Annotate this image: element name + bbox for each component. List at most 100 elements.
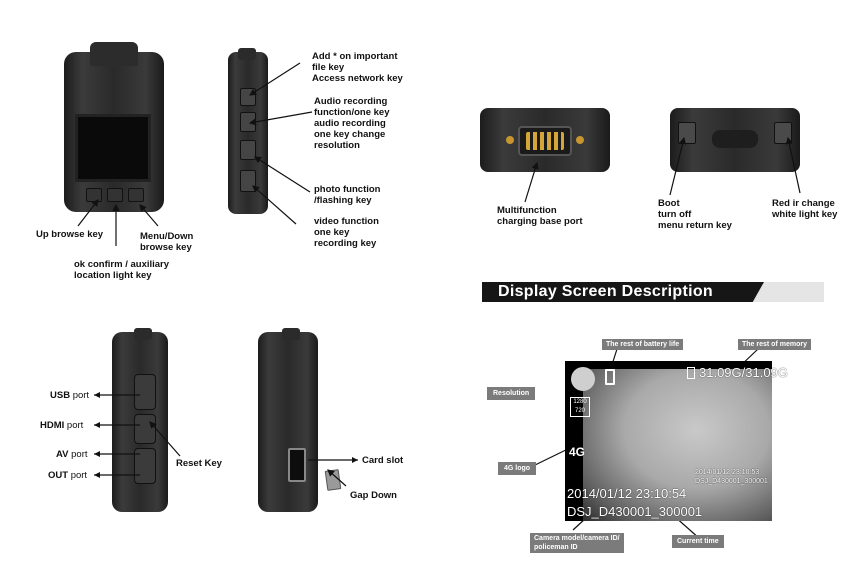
connector-pins — [526, 132, 564, 150]
memory-tag: The rest of memory — [738, 339, 811, 350]
front-center-button — [107, 188, 123, 202]
resolution-tag: Resolution — [487, 387, 536, 400]
boot-key-label: Boot turn off menu return key — [658, 198, 732, 231]
label-line: resolution — [314, 140, 360, 151]
front-left-button — [86, 188, 102, 202]
label-line: Audio recording — [314, 96, 388, 107]
usb-port-cover — [134, 374, 156, 410]
side-key-3 — [240, 140, 256, 160]
label-line: Menu/Down — [140, 231, 194, 242]
camera-front-view — [64, 42, 164, 212]
label-strong: OUT — [48, 470, 69, 481]
av-port-label: AV port — [56, 449, 88, 460]
gap-down-label: Gap Down — [350, 490, 397, 501]
audio-recording-key-label: Audio recording function/one key audio r… — [314, 96, 389, 151]
usb-port-label: USB port — [50, 390, 89, 401]
camera-side-view-buttons — [228, 48, 268, 214]
top-clip — [90, 42, 138, 66]
label-line: function/one key — [314, 107, 390, 118]
side-key-2 — [240, 112, 256, 132]
screen-time-big: 2014/01/12 23:10:54 — [567, 486, 687, 501]
label-line: Add * on important — [312, 51, 398, 62]
label-normal: port — [64, 420, 84, 431]
label-line: photo function — [314, 184, 381, 195]
side-key-4 — [240, 170, 256, 192]
camera-id-tag: Camera model/camera ID/ policeman ID — [530, 533, 624, 553]
section-banner: Display Screen Description — [482, 282, 824, 302]
card-slot-opening — [288, 448, 306, 482]
top-grip — [712, 130, 758, 148]
screen-image — [583, 369, 772, 521]
front-lens-window — [75, 114, 151, 182]
memory-icon — [687, 367, 695, 379]
resolution-bottom: 720 — [574, 408, 585, 414]
label-strong: AV — [56, 449, 69, 460]
camera-side-view-ports — [112, 328, 168, 512]
red-ir-key-label: Red ir change white light key — [772, 198, 837, 220]
logo-4g-tag: 4G logo — [498, 462, 537, 475]
label-strong: USB — [50, 390, 71, 401]
label-normal: port — [68, 470, 88, 481]
label-line: charging base port — [497, 216, 583, 227]
label-line: one key change — [314, 129, 386, 140]
label-line: /flashing key — [314, 195, 372, 206]
add-important-file-key-label: Add * on important file key Access netwo… — [312, 51, 403, 84]
side-key-1 — [240, 88, 256, 106]
ok-confirm-key-label: ok confirm / auxiliary location light ke… — [74, 259, 169, 281]
camera-top-view — [670, 108, 800, 172]
label-line: policeman ID — [534, 544, 578, 551]
current-time-tag: Current time — [672, 535, 724, 548]
sd-card — [324, 469, 342, 491]
battery-life-tag: The rest of battery life — [602, 339, 684, 350]
label-line: audio recording — [314, 118, 386, 129]
label-line: one key — [314, 227, 350, 238]
side-top-tab — [238, 48, 256, 60]
multifunction-port-label: Multifunction charging base port — [497, 205, 583, 227]
video-function-key-label: video function one key recording key — [314, 216, 379, 249]
label-line: Camera model/camera ID/ — [534, 535, 620, 542]
front-right-button — [128, 188, 144, 202]
camera-bottom-view — [480, 108, 610, 172]
screen-id-small: DSJ_D430001_300001 — [695, 478, 768, 485]
label-line: Multifunction — [497, 205, 557, 216]
label-line: browse key — [140, 242, 192, 253]
label-line: white light key — [772, 209, 838, 220]
screen-time-small: 2014/01/12 23:10:53 — [695, 469, 760, 476]
mode-icon — [571, 367, 595, 391]
card-top-tab — [282, 328, 300, 340]
label-line: ok confirm / auxiliary — [74, 259, 170, 270]
photo-function-key-label: photo function /flashing key — [314, 184, 380, 206]
av-port-cover — [134, 448, 156, 484]
screen-4g-text: 4G — [569, 445, 586, 459]
menu-down-key-label: Menu/Down browse key — [140, 231, 193, 253]
reset-key-label: Reset Key — [176, 458, 222, 469]
label-line: turn off — [658, 209, 692, 220]
resolution-top: 1280 — [573, 399, 587, 405]
hdmi-port-cover — [134, 414, 156, 444]
label-line: menu return key — [658, 220, 732, 231]
up-browse-key-label: Up browse key — [36, 229, 104, 240]
ir-key — [774, 122, 792, 144]
label-line: Boot — [658, 198, 680, 209]
section-title: Display Screen Description — [498, 283, 713, 300]
ports-top-tab — [134, 328, 152, 340]
label-line: location light key — [74, 270, 152, 281]
battery-icon — [605, 369, 615, 385]
hdmi-port-label: HDMI port — [40, 420, 83, 431]
screen-id-big: DSJ_D430001_300001 — [567, 504, 703, 519]
camera-side-view-card — [258, 328, 318, 512]
display-screen: 31.09G/31.09G 1280 720 4G 2014/01/12 23:… — [565, 361, 788, 521]
out-port-label: OUT port — [48, 470, 87, 481]
screw-left — [506, 136, 514, 144]
label-line: recording key — [314, 238, 377, 249]
screw-right — [576, 136, 584, 144]
label-normal: port — [70, 390, 90, 401]
card-slot-label: Card slot — [362, 455, 404, 466]
resolution-badge: 1280 720 — [570, 397, 590, 417]
screen-memory-text: 31.09G/31.09G — [699, 365, 788, 380]
label-line: Red ir change — [772, 198, 835, 209]
label-line: video function — [314, 216, 379, 227]
label-normal: port — [68, 449, 88, 460]
label-line: Access network key — [312, 73, 403, 84]
label-strong: HDMI — [40, 420, 65, 431]
